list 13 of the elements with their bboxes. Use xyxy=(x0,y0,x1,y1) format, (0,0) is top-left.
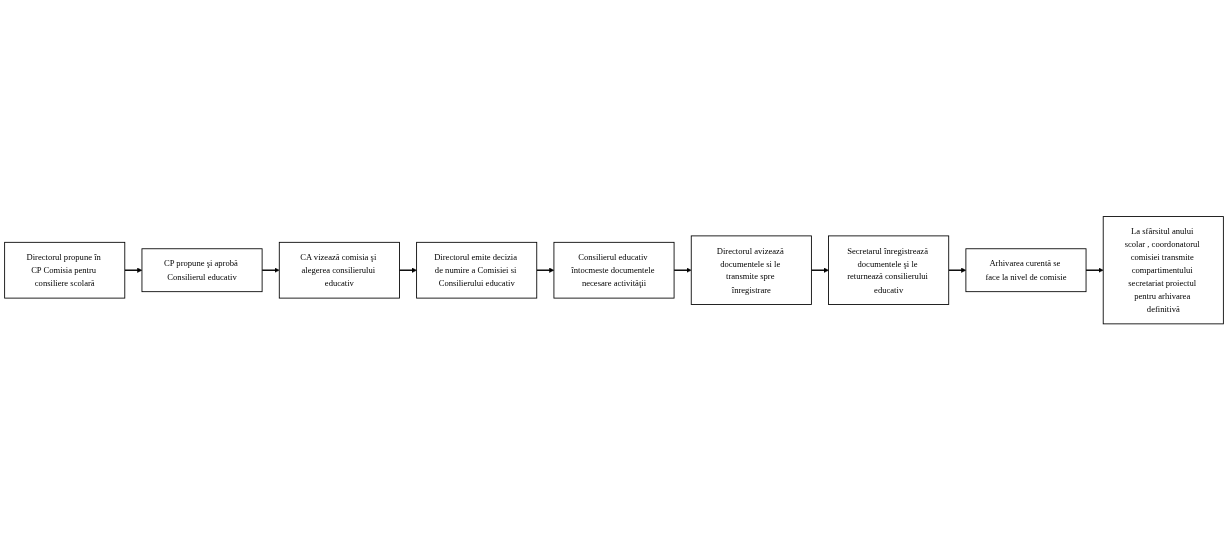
arrow xyxy=(673,267,692,273)
arrow xyxy=(398,267,417,273)
node-box: CP propune şi aprobă Consilierul educativ xyxy=(141,248,263,292)
arrow xyxy=(810,267,829,273)
node-box: CA vizează comisia şi alegerea consilierului educativ xyxy=(278,241,400,299)
arrow xyxy=(1085,267,1104,273)
node-box: Directorul propune în CP Comisia pentru consiliere scolară xyxy=(4,241,126,299)
node-box: Secretarul înregistrează documentele şi le returnează consilierului educativ xyxy=(828,235,950,305)
node-box: Directorul avizează documentele si le transmite spre înregistrare xyxy=(690,235,812,305)
node-box: Directorul emite decizia de numire a Comisiei si Consilierului educativ xyxy=(416,241,538,299)
node-box: Arhivarea curentă se face la nivel de comisie xyxy=(965,248,1087,292)
node-box: La sfârsitul anului scolar , coordonatorul comisiei transmite compartimentului secretariat proiectul pentru arhivarea definitivă xyxy=(1102,215,1224,325)
node-box: Consilierul educativ întocmeste documentele necesare activităţii xyxy=(553,241,675,299)
